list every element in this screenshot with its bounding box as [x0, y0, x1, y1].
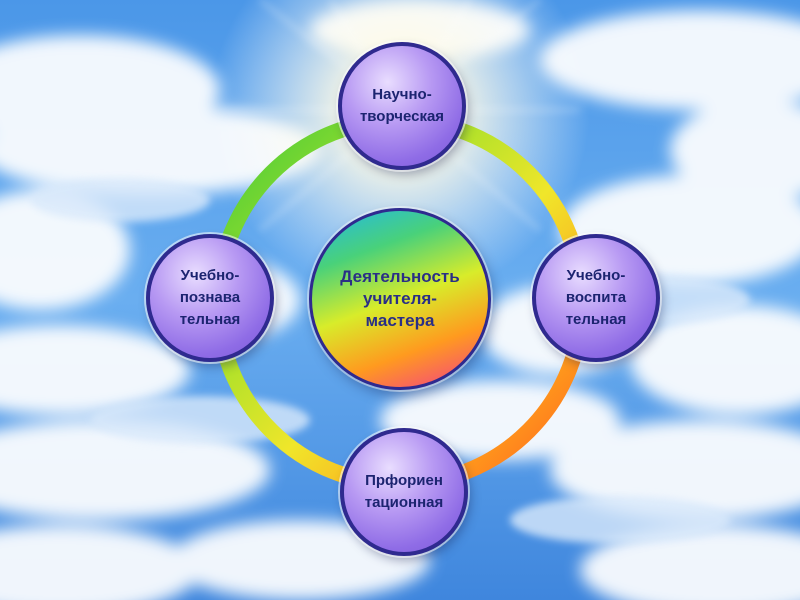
node-left: Учебно- познава тельная [146, 234, 274, 362]
node-right-line-2: воспита [565, 289, 627, 306]
node-bottom-line-2: тационная [364, 494, 444, 511]
node-right-line-1: Учебно- [566, 267, 626, 284]
node-top-line-1: Научно- [372, 86, 432, 103]
node-right-line-3: тельная [565, 311, 627, 328]
node-top-line-2: творческая [359, 108, 445, 125]
node-left-line-3: тельная [179, 311, 241, 328]
node-left-line-1: Учебно- [180, 267, 240, 284]
center-line-3: мастера [365, 311, 435, 330]
center-line-2: учителя- [363, 289, 437, 308]
node-right: Учебно- воспита тельная [532, 234, 660, 362]
node-left-line-2: познава [179, 289, 241, 306]
node-bottom-line-1: Прфориен [365, 472, 443, 489]
center-line-1: Деятельность [340, 267, 460, 286]
node-top: Научно- творческая [338, 42, 466, 170]
center-node: Деятельность учителя- мастера [309, 208, 491, 390]
node-bottom: Прфориен тационная [340, 428, 468, 556]
